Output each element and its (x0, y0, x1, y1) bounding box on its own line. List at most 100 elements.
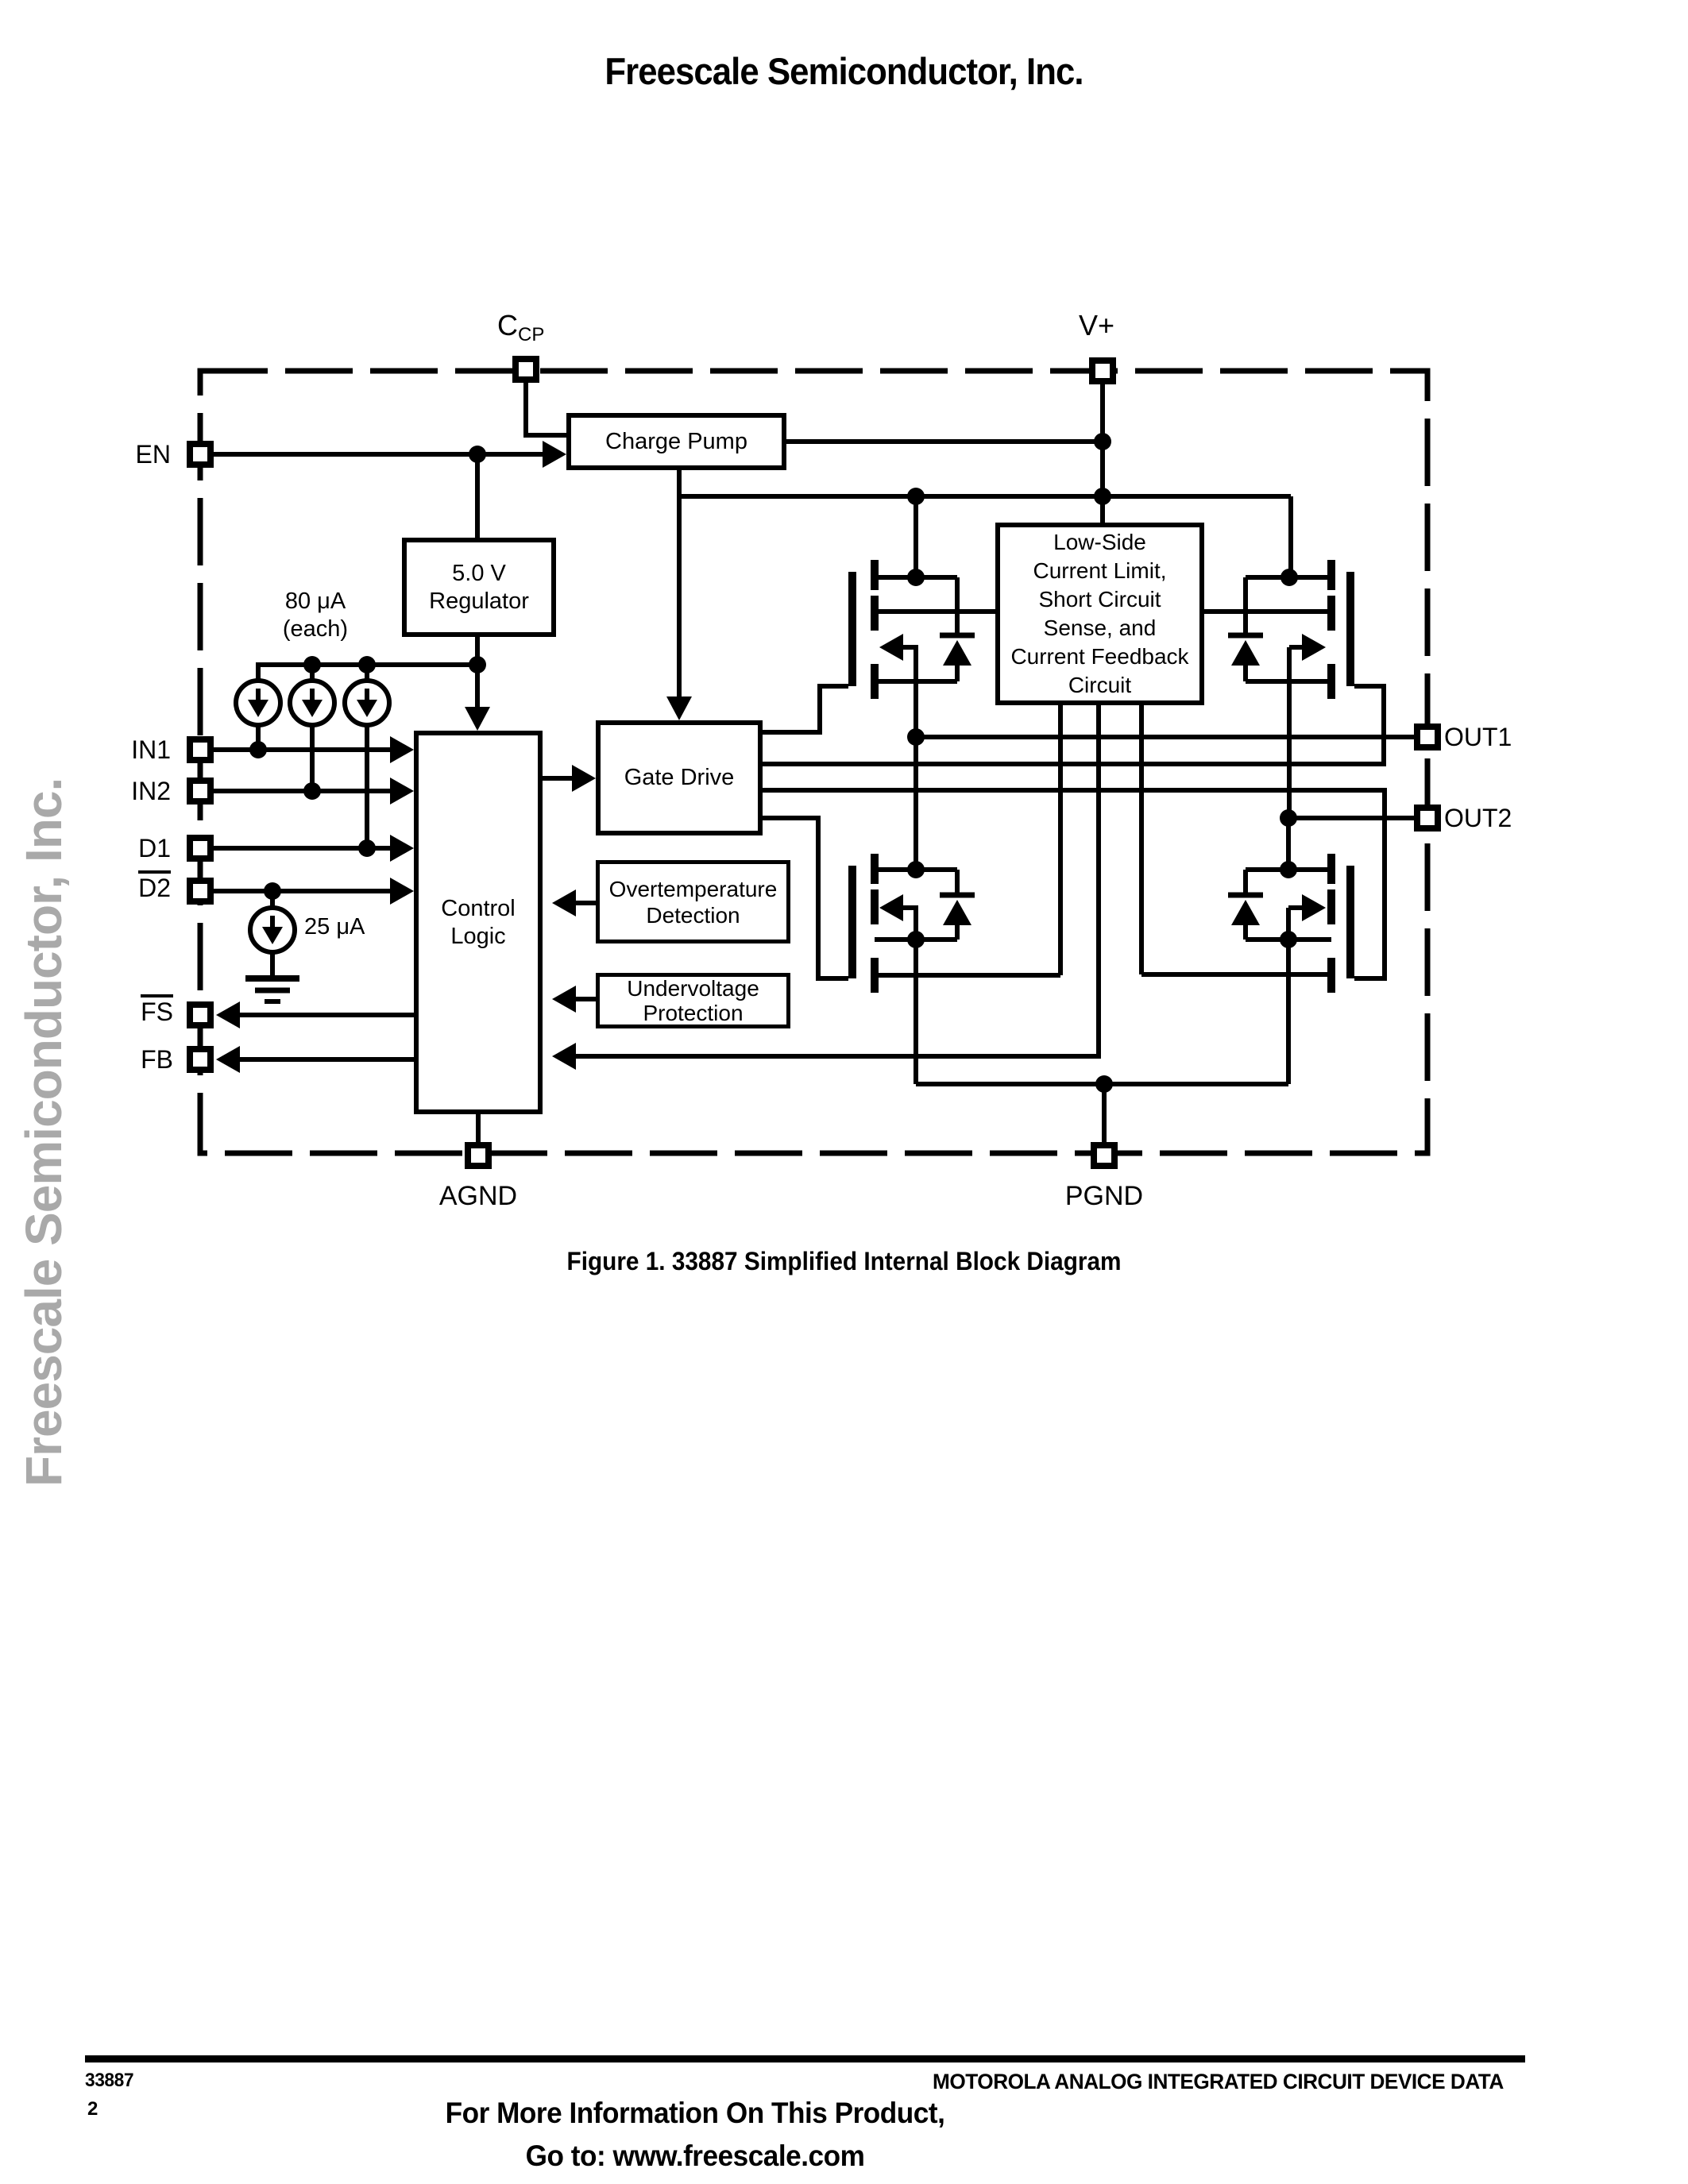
wire-fs (216, 1001, 414, 1028)
block-regulator-label: Regulator (429, 588, 529, 614)
pin-label-d2: D2 (138, 870, 171, 902)
wire-gate-top-left (763, 684, 848, 735)
pin-label-en: EN (135, 440, 171, 469)
wire-gate-bottom-right (763, 788, 1387, 981)
wire-undervolt-to-control (552, 986, 596, 1013)
wire-in1 (213, 736, 414, 763)
mosfet-high-side-out1 (848, 496, 975, 737)
wire-charge-pump-to-gate-drive (666, 470, 692, 720)
wire-d1 (213, 835, 414, 862)
pin-label-out2: OUT2 (1444, 804, 1512, 832)
annotation-25ua: 25 μA (304, 914, 365, 940)
terminal-ccp (512, 356, 539, 383)
block-gate-drive-label: Gate Drive (624, 765, 735, 790)
wire-gate-bottom-left (763, 816, 848, 981)
arrowhead-right (543, 441, 566, 468)
pin-label-d1: D1 (138, 834, 171, 862)
block-undervolt-label: Protection (643, 1001, 744, 1025)
pin-label-in1: IN1 (131, 735, 171, 764)
wire-in2 (213, 778, 414, 805)
mosfet-body-arrow (879, 894, 903, 921)
current-source-80ua-icon (234, 678, 283, 727)
ground-icon (245, 975, 299, 1004)
wire-ccp-to-charge-pump (523, 383, 566, 438)
block-regulator-label: 5.0 V (452, 560, 506, 586)
pin-label-in2: IN2 (131, 777, 171, 805)
mosfet-body-arrow (1302, 894, 1326, 921)
wire-d2 (213, 878, 414, 905)
block-lowside-label: Current Limit, (1033, 558, 1167, 583)
current-source-80ua-icon (288, 678, 337, 727)
junction-dots (249, 433, 1298, 1093)
pin-terminals (187, 356, 1441, 1169)
footer-part-number: 33887 (85, 2070, 134, 2091)
body-diode-icon (1228, 577, 1263, 681)
mosfet-low-side-out2 (1228, 818, 1354, 1084)
mosfet-body-arrow (1302, 634, 1326, 661)
footer-info-line1: For More Information On This Product, (445, 2097, 945, 2129)
terminal-pgnd (1091, 1142, 1118, 1169)
pin-label-ccp-subscript: CP (518, 324, 545, 345)
body-diode-icon (940, 870, 975, 940)
pin-label-ccp: CCP (497, 311, 544, 349)
pin-label-pgnd: PGND (1064, 1181, 1144, 1211)
pin-label-agnd: AGND (438, 1181, 518, 1211)
pin-label-d2-not: D2 (95, 870, 171, 902)
wire-vplus-rail (681, 494, 1293, 577)
annotation-80ua-value: 80 μA (284, 588, 346, 614)
footer-info-line2: Go to: www.freescale.com (525, 2140, 865, 2172)
terminal-in1 (187, 736, 214, 763)
footer-info-text: For More Information On This Product, Go… (238, 2092, 1152, 2178)
body-diode-icon (940, 577, 975, 681)
current-source-80ua-icon (342, 678, 392, 727)
block-charge-pump-label: Charge Pump (605, 428, 747, 454)
pin-label-vplus: V+ (1079, 309, 1115, 341)
annotation-80ua: 80 μA (each) (256, 588, 375, 643)
terminal-en (187, 441, 214, 468)
arrowhead-down (465, 707, 490, 731)
block-overtemp-label: Overtemperature (608, 876, 778, 901)
wire-fb (216, 1046, 414, 1073)
footer-document-title: MOTOROLA ANALOG INTEGRATED CIRCUIT DEVIC… (933, 2070, 1504, 2093)
pin-label-ccp-main: C (497, 309, 518, 341)
block-regulator: 5.0 V Regulator (402, 538, 556, 637)
block-lowside-label: Circuit (1068, 673, 1132, 697)
terminal-d1 (187, 835, 214, 862)
terminal-agnd (465, 1142, 492, 1169)
terminal-in2 (187, 778, 214, 805)
terminal-d2 (187, 878, 214, 905)
wire-en-to-charge-pump (213, 441, 566, 468)
block-lowside-label: Short Circuit (1038, 587, 1161, 612)
mosfet-low-side-out1 (848, 737, 975, 1084)
mosfet-high-side-out2 (1228, 560, 1354, 818)
wire-gate-top-right (763, 684, 1386, 766)
block-overtemp-label: Detection (646, 902, 740, 928)
mosfet-body-arrow (879, 634, 903, 661)
terminal-fb (187, 1046, 214, 1073)
arrowhead-down (666, 696, 692, 720)
wire-control-to-gate-drive (543, 765, 596, 792)
block-control-logic: Control Logic (414, 731, 543, 1114)
footer-rule (85, 2055, 1525, 2062)
block-low-side-current-limit: Low-Side Current Limit, Short Circuit Se… (995, 523, 1204, 705)
terminal-fs (187, 1001, 214, 1028)
page-header-title: Freescale Semiconductor, Inc. (605, 50, 1083, 92)
block-undervolt-label: Undervoltage (627, 976, 759, 1001)
terminal-vplus (1089, 357, 1116, 384)
block-lowside-label: Sense, and (1043, 615, 1157, 640)
footer-page-number: 2 (87, 2098, 98, 2120)
current-source-25ua-icon (248, 891, 297, 978)
wire-current-feedback-to-control (552, 705, 1101, 1070)
annotation-80ua-each: (each) (282, 616, 349, 642)
block-control-logic-label: Logic (450, 923, 506, 949)
block-lowside-label: Low-Side (1053, 530, 1146, 554)
pin-label-fs: FS (141, 994, 173, 1026)
block-gate-drive: Gate Drive (596, 720, 763, 835)
figure-caption: Figure 1. 33887 Simplified Internal Bloc… (566, 1247, 1122, 1275)
pin-label-out1: OUT1 (1444, 723, 1512, 751)
block-overtemperature-detection: Overtemperature Detection (596, 860, 790, 943)
block-control-logic-label: Control (441, 895, 516, 921)
pin-label-fb: FB (141, 1045, 173, 1074)
